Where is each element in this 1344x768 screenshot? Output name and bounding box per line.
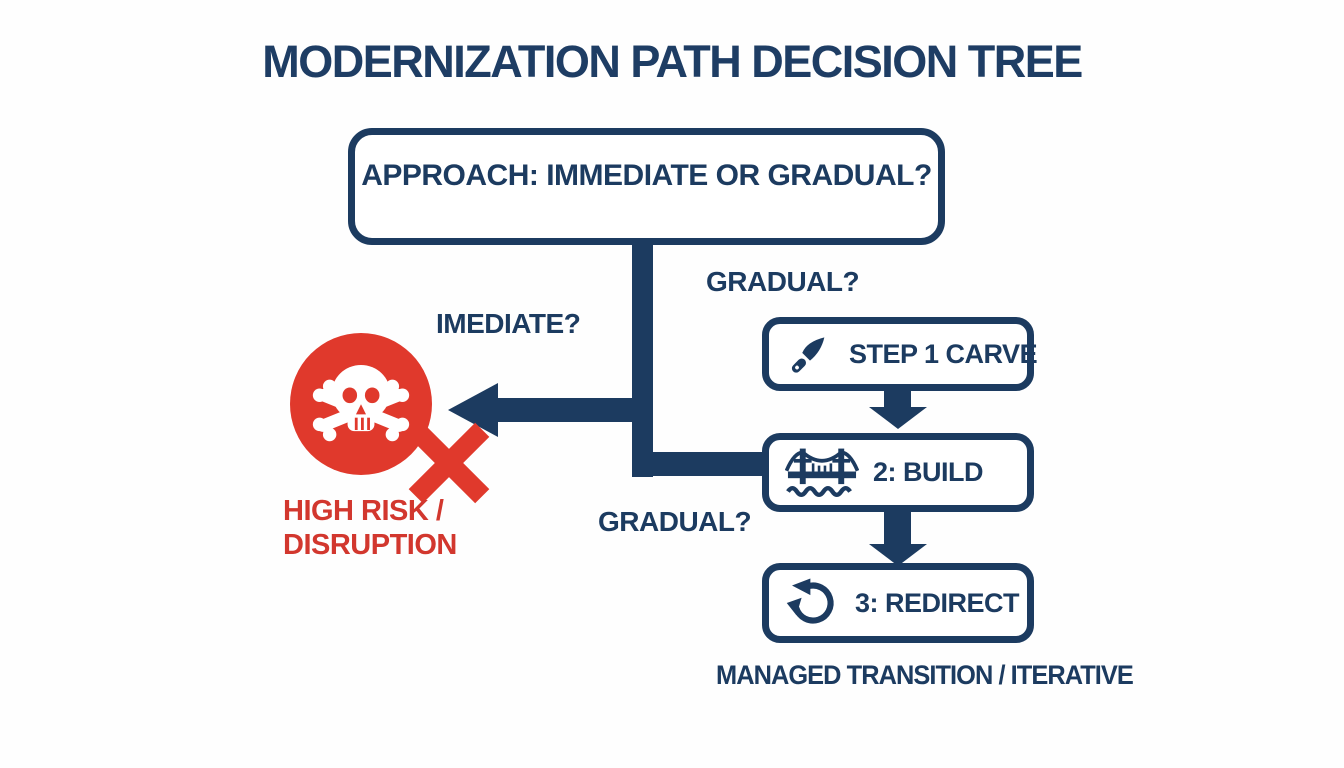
step-box-redirect: 3: REDIRECT <box>762 563 1034 643</box>
root-question-box: APPROACH: IMMEDIATE OR GRADUAL? <box>348 128 945 245</box>
step-label: 2: BUILD <box>873 457 984 487</box>
knife-icon <box>785 329 835 379</box>
step-label: 3: REDIRECT <box>855 587 1020 618</box>
step-label: STEP 1 CARVE <box>849 338 1038 369</box>
arrow-carve-to-build <box>869 391 927 429</box>
root-vertical-connector <box>632 243 653 477</box>
gradual-branch-label-top: GRADUAL? <box>706 266 860 297</box>
immediate-outcome-text: HIGH RISK / DISRUPTION <box>283 494 457 562</box>
arrow-build-to-redirect <box>869 512 927 566</box>
gradual-outcome-text: MANAGED TRANSITION / ITERATIVE <box>716 660 1134 690</box>
gradual-branch-label-mid: GRADUAL? <box>598 506 752 537</box>
step-box-build: 2: BUILD <box>762 433 1034 512</box>
immediate-arrow-shaft <box>494 398 653 422</box>
immediate-branch-label: IMEDIATE? <box>436 308 581 339</box>
bridge-icon <box>785 444 859 502</box>
immediate-outcome-line1: HIGH RISK / <box>283 495 444 527</box>
root-question-text: APPROACH: IMMEDIATE OR GRADUAL? <box>361 159 932 192</box>
step-box-carve: STEP 1 CARVE <box>762 317 1038 391</box>
skull-crossbones-icon <box>305 346 417 463</box>
danger-badge <box>290 333 432 475</box>
page-title: MODERNIZATION PATH DECISION TREE <box>262 36 1083 87</box>
immediate-outcome-line2: DISRUPTION <box>283 529 457 561</box>
redo-arrow-icon <box>785 575 841 631</box>
gradual-horizontal-connector <box>632 452 766 476</box>
